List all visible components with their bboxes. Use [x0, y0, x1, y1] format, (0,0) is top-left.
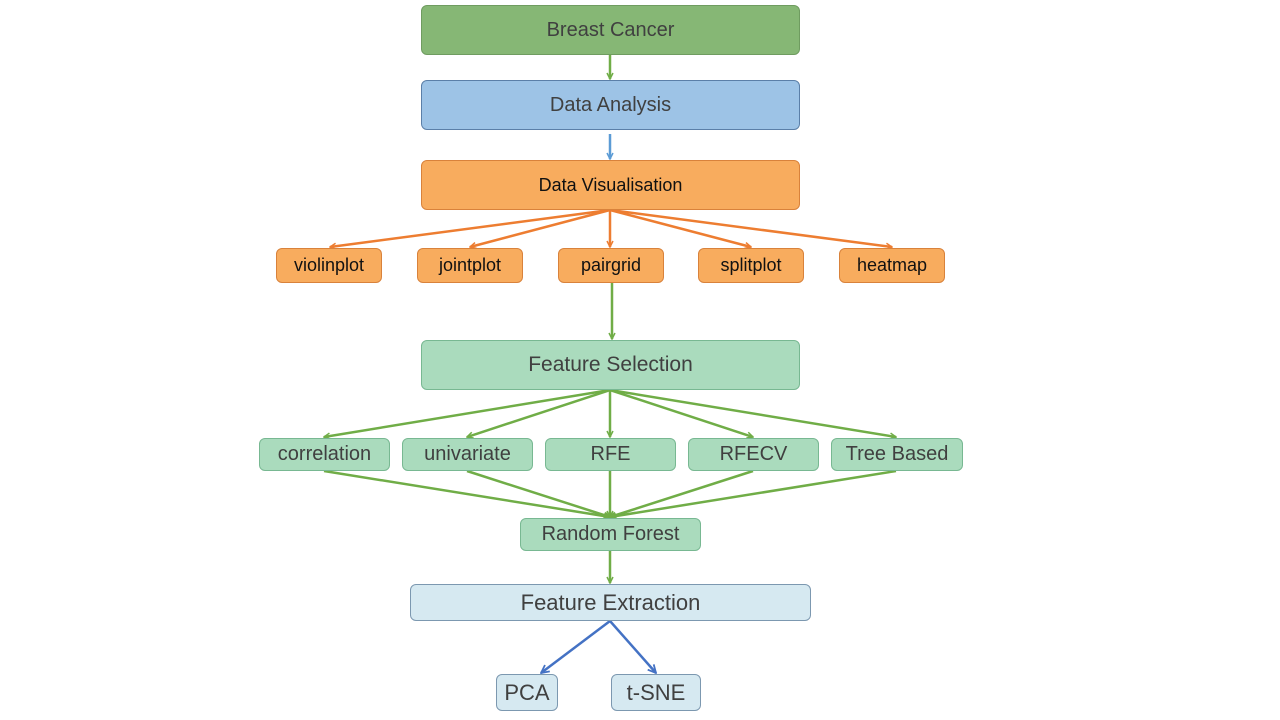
edge-univariate-to-random-forest: [466, 469, 610, 517]
node-tsne: t-SNE: [611, 674, 701, 711]
node-pairgrid: pairgrid: [558, 248, 664, 283]
edge-vis-to-jointplot: [470, 208, 611, 247]
node-heatmap: heatmap: [839, 248, 945, 283]
edge-fs-to-rfecv: [609, 388, 753, 437]
node-pca: PCA: [496, 674, 558, 711]
node-jointplot: jointplot: [417, 248, 523, 283]
edge-vis-to-violinplot: [330, 208, 611, 247]
node-random-forest: Random Forest: [520, 518, 701, 551]
node-univariate: univariate: [402, 438, 533, 471]
node-correlation: correlation: [259, 438, 390, 471]
edge-extraction-to-pca: [541, 620, 611, 673]
node-violinplot: violinplot: [276, 248, 382, 283]
node-breast-cancer: Breast Cancer: [421, 5, 800, 55]
node-feature-extraction: Feature Extraction: [410, 584, 811, 621]
edge-vis-to-heatmap: [609, 208, 892, 247]
node-rfecv: RFECV: [688, 438, 819, 471]
node-data-analysis: Data Analysis: [421, 80, 800, 130]
node-feature-selection: Feature Selection: [421, 340, 800, 390]
node-rfe: RFE: [545, 438, 676, 471]
edge-rfecv-to-random-forest: [610, 469, 754, 517]
node-splitplot: splitplot: [698, 248, 804, 283]
edge-tree-to-random-forest: [610, 469, 897, 517]
edge-vis-to-splitplot: [609, 208, 751, 247]
node-tree-based: Tree Based: [831, 438, 963, 471]
edge-extraction-to-tsne: [609, 620, 656, 673]
node-data-visualisation: Data Visualisation: [421, 160, 800, 210]
edge-correlation-to-random-forest: [323, 469, 610, 517]
edge-fs-to-univariate: [467, 388, 611, 437]
edge-fs-to-correlation: [324, 388, 611, 437]
edge-fs-to-tree-based: [609, 388, 896, 437]
